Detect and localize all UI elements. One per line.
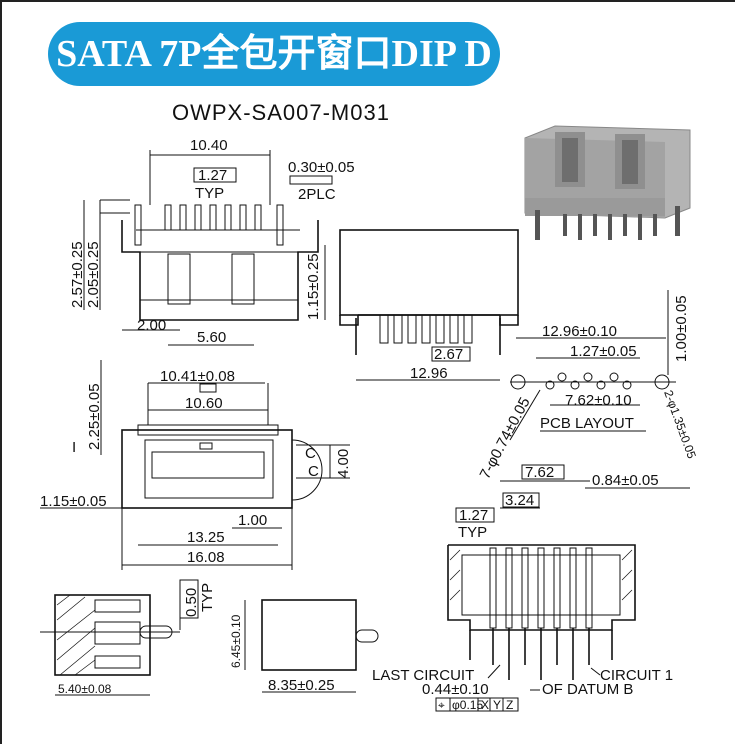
dim-width-c: 13.25 bbox=[187, 529, 225, 546]
side-view: 2.67 12.96 bbox=[339, 229, 519, 382]
dim-section-depth: 5.40±0.08 bbox=[58, 682, 112, 696]
dim-width-a: 10.41±0.08 bbox=[160, 368, 235, 385]
pcb-layout: 1.00±0.05 12.96±0.10 1.27±0.05 7.62±0.10… bbox=[477, 290, 699, 482]
dim-top-left: 1.15±0.05 bbox=[40, 493, 107, 510]
bottom-view: 7.62 3.24 1.27 TYP 0.84±0.05 bbox=[372, 464, 690, 712]
dim-bottom-tol: 0.44±0.10 bbox=[422, 681, 489, 698]
dim-width-b: 10.60 bbox=[185, 395, 223, 412]
dim-width-top: 10.40 bbox=[190, 137, 228, 154]
dim-pcb-pitch: 1.27±0.05 bbox=[570, 343, 637, 360]
title-text: SATA 7P全包开窗口DIP D型 bbox=[56, 33, 492, 139]
c-label-1: C bbox=[305, 445, 316, 462]
pcb-layout-label: PCB LAYOUT bbox=[540, 415, 634, 432]
dim-typ: TYP bbox=[195, 185, 224, 202]
dim-pitch: 1.27 bbox=[198, 167, 227, 184]
last-circuit-label: LAST CIRCUIT bbox=[372, 667, 474, 684]
dim-height-a: 2.57±0.25 bbox=[69, 241, 86, 308]
section-view: 0.50 TYP 5.40±0.08 bbox=[40, 579, 216, 696]
gdt-tolerance: φ0.15 bbox=[452, 698, 483, 712]
gdt-datum-y: Y bbox=[493, 698, 501, 712]
datum-label: OF DATUM B bbox=[542, 681, 633, 698]
title-banner: SATA 7P全包开窗口DIP D型 bbox=[48, 22, 500, 139]
dim-pin-length: 2.67 bbox=[434, 346, 463, 363]
gdt-symbol: ⌖ bbox=[438, 698, 445, 712]
dim-section-typ: TYP bbox=[199, 583, 216, 612]
top-view: 10.41±0.08 10.60 2.25±0.05 I C C 4.00 1.… bbox=[40, 360, 352, 570]
dim-pin-dia: 0.50 bbox=[183, 588, 200, 617]
gdt-datum-x: X bbox=[481, 698, 489, 712]
dim-pcb-span: 12.96±0.10 bbox=[542, 323, 617, 340]
dim-width-total: 16.08 bbox=[187, 549, 225, 566]
side-mark: I bbox=[72, 439, 76, 456]
dim-pin-height: 1.15±0.25 bbox=[305, 253, 322, 320]
dim-inner-width: 5.60 bbox=[197, 329, 226, 346]
dim-pcb-inner-span: 7.62±0.10 bbox=[565, 392, 632, 409]
front-view: 10.40 1.27 TYP 0.30±0.05 2PLC 2.57 bbox=[69, 137, 355, 346]
dim-height-b: 2.05±0.25 bbox=[85, 241, 102, 308]
gdt-datum-z: Z bbox=[506, 698, 513, 712]
dim-bottom-span: 7.62 bbox=[525, 464, 554, 481]
dim-bottom-typ: TYP bbox=[458, 524, 487, 541]
dim-mount-holes: 2-φ1.35±0.05 bbox=[661, 388, 699, 461]
dim-pin-width: 0.30±0.05 bbox=[288, 159, 355, 176]
dim-total-width: 12.96 bbox=[410, 365, 448, 382]
dim-top-height: 2.25±0.05 bbox=[86, 383, 103, 450]
end-view: 6.45±0.10 8.35±0.25 bbox=[229, 599, 379, 694]
model-number: OWPX-SA007-M031 bbox=[172, 100, 390, 125]
circuit-1-label: CIRCUIT 1 bbox=[600, 667, 673, 684]
c-label-2: C bbox=[308, 463, 319, 480]
dim-bottom-pin: 0.84±0.05 bbox=[592, 472, 659, 489]
dim-top-depth: 4.00 bbox=[335, 449, 352, 478]
dim-plc: 2PLC bbox=[298, 186, 336, 203]
dim-pcb-height: 1.00±0.05 bbox=[673, 295, 690, 362]
dim-bottom-pitch: 1.27 bbox=[459, 507, 488, 524]
dim-slot: 1.00 bbox=[238, 512, 267, 529]
dim-end-height: 6.45±0.10 bbox=[229, 614, 243, 668]
dim-left-offset: 2.00 bbox=[137, 317, 166, 334]
connector-photo bbox=[524, 125, 691, 240]
dim-bottom-offset: 3.24 bbox=[505, 492, 534, 509]
dim-end-width: 8.35±0.25 bbox=[268, 677, 335, 694]
